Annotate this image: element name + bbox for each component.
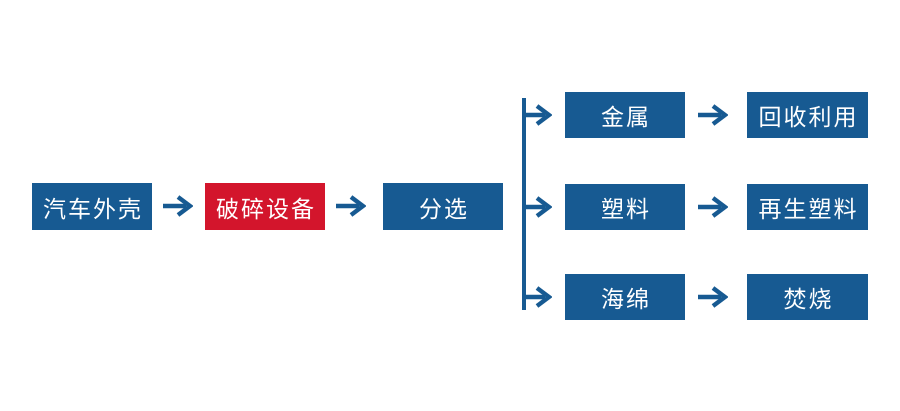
branch-split-line	[522, 98, 526, 310]
node-crushing-equipment: 破碎设备	[205, 183, 325, 230]
node-sponge: 海绵	[565, 274, 685, 320]
node-plastic: 塑料	[565, 184, 685, 230]
branch-right-arrow-icon	[522, 285, 552, 309]
node-car-shell: 汽车外壳	[32, 183, 152, 230]
node-sorting: 分选	[383, 183, 503, 230]
node-metal: 金属	[565, 92, 685, 138]
node-recycling: 回收利用	[747, 92, 868, 138]
node-recycled-plastic: 再生塑料	[747, 184, 868, 230]
right-arrow-icon	[336, 194, 366, 218]
right-arrow-icon	[698, 195, 728, 219]
node-incineration: 焚烧	[747, 274, 868, 320]
branch-right-arrow-icon	[522, 195, 552, 219]
right-arrow-icon	[698, 285, 728, 309]
right-arrow-icon	[163, 194, 193, 218]
right-arrow-icon	[698, 103, 728, 127]
branch-right-arrow-icon	[522, 103, 552, 127]
